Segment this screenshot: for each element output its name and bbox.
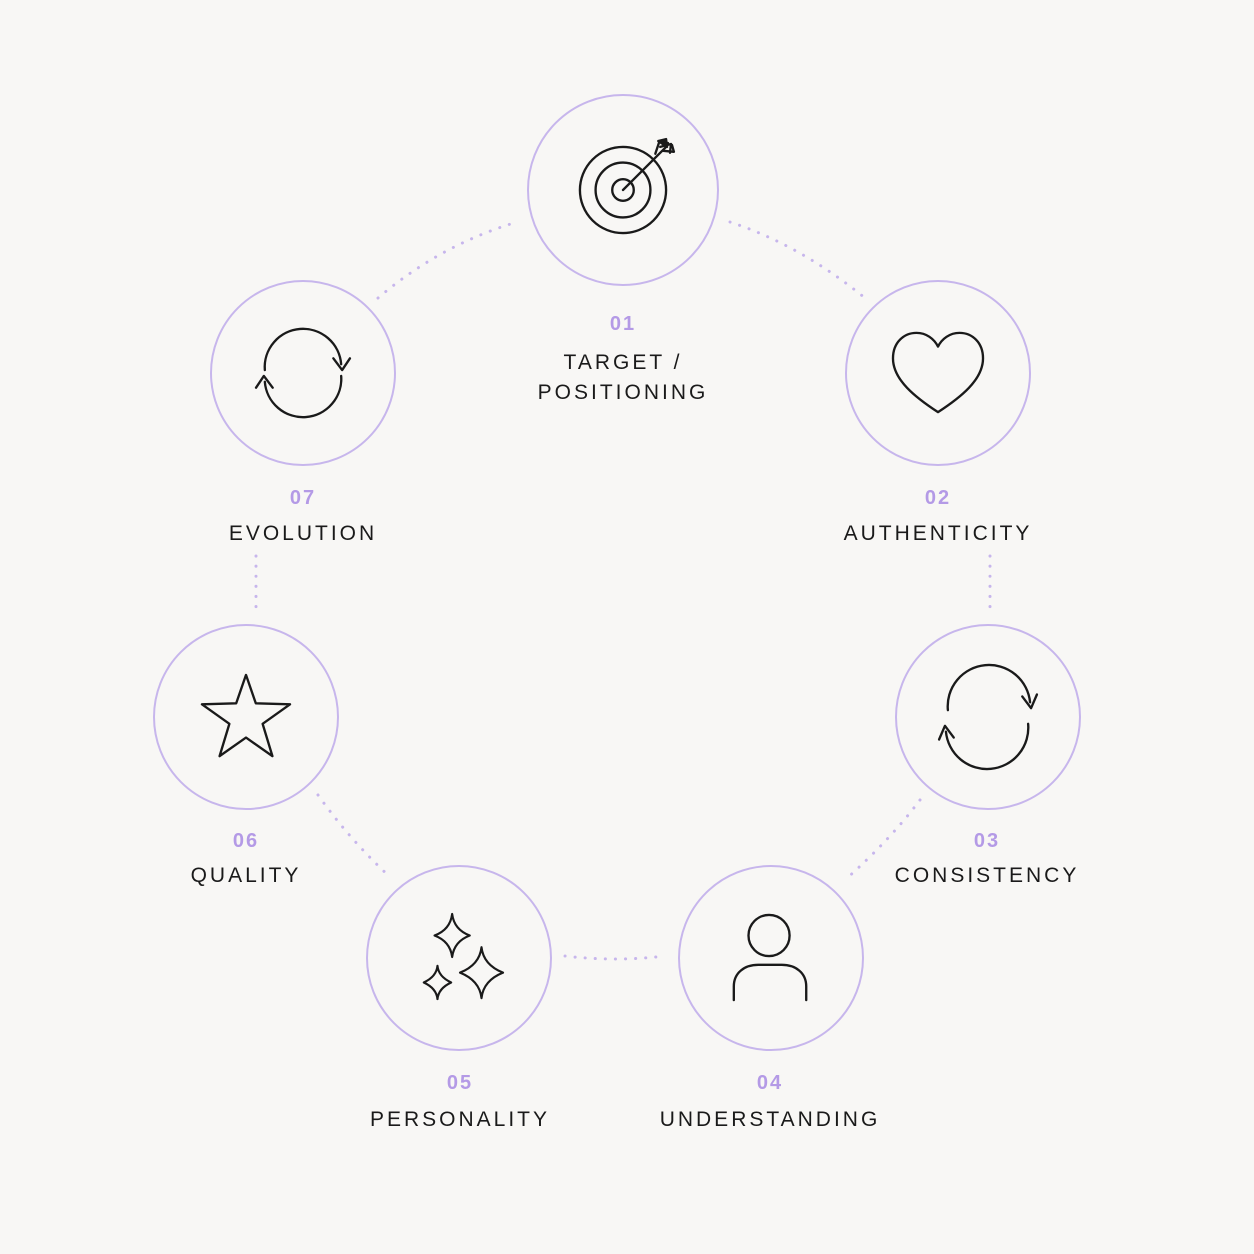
person-icon bbox=[732, 913, 808, 1002]
connector-03-04 bbox=[843, 798, 922, 882]
step-label-01: TARGET / POSITIONING bbox=[537, 351, 709, 404]
step-number-04: 04 bbox=[756, 1072, 784, 1094]
target-arrow-icon bbox=[578, 137, 676, 235]
step-number-03: 03 bbox=[973, 830, 1001, 852]
step-label-05: PERSONALITY bbox=[369, 1108, 551, 1131]
connector-01-02 bbox=[728, 220, 867, 300]
step-label-06: QUALITY bbox=[190, 864, 302, 887]
sparkles-icon bbox=[422, 912, 505, 1001]
star-icon bbox=[200, 673, 292, 758]
step-number-01: 01 bbox=[609, 313, 637, 335]
step-number-02: 02 bbox=[924, 487, 952, 509]
step-number-07: 07 bbox=[289, 487, 317, 509]
step-number-06: 06 bbox=[232, 830, 260, 852]
step-label-03: CONSISTENCY bbox=[894, 864, 1080, 887]
pillar-node-04 bbox=[678, 865, 864, 1051]
connector-04-05 bbox=[563, 954, 667, 961]
pillar-node-06 bbox=[153, 624, 339, 810]
step-label-02: AUTHENTICITY bbox=[843, 522, 1033, 545]
pillar-node-05 bbox=[366, 865, 552, 1051]
step-label-07: EVOLUTION bbox=[228, 522, 378, 545]
refresh-cycle-icon bbox=[254, 327, 352, 419]
pillar-node-02 bbox=[845, 280, 1031, 466]
heart-icon bbox=[891, 331, 985, 414]
connector-07-01 bbox=[376, 220, 519, 300]
pillar-node-07 bbox=[210, 280, 396, 466]
connector-05-06 bbox=[316, 793, 392, 879]
pillar-node-03 bbox=[895, 624, 1081, 810]
step-number-05: 05 bbox=[446, 1072, 474, 1094]
pillar-node-01 bbox=[527, 94, 719, 286]
refresh-cycle-icon bbox=[937, 663, 1039, 771]
step-label-04: UNDERSTANDING bbox=[659, 1108, 881, 1131]
